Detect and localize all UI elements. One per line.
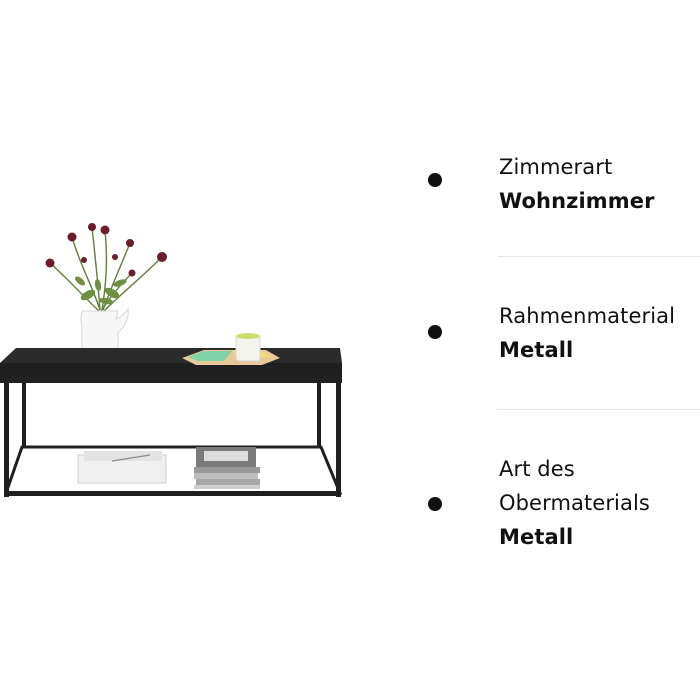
- feature-value: Metall: [499, 338, 574, 362]
- feature-frame-material: Rahmenmaterial Metall: [425, 299, 700, 363]
- feature-value: Wohnzimmer: [499, 189, 655, 213]
- coffee-table-image: [0, 223, 343, 497]
- bullet-icon: [428, 325, 442, 339]
- feature-room-type: Zimmerart Wohnzimmer: [425, 150, 700, 214]
- bullet-icon: [428, 497, 442, 511]
- feature-label: Art des Obermaterials: [499, 457, 650, 515]
- divider: [498, 256, 700, 257]
- feature-label: Zimmerart: [499, 155, 613, 179]
- feature-label: Rahmenmaterial: [499, 304, 676, 328]
- feature-top-material: Art des Obermaterials Metall: [425, 452, 700, 552]
- bullet-icon: [428, 173, 442, 187]
- feature-value: Metall: [499, 525, 574, 549]
- divider: [498, 409, 700, 410]
